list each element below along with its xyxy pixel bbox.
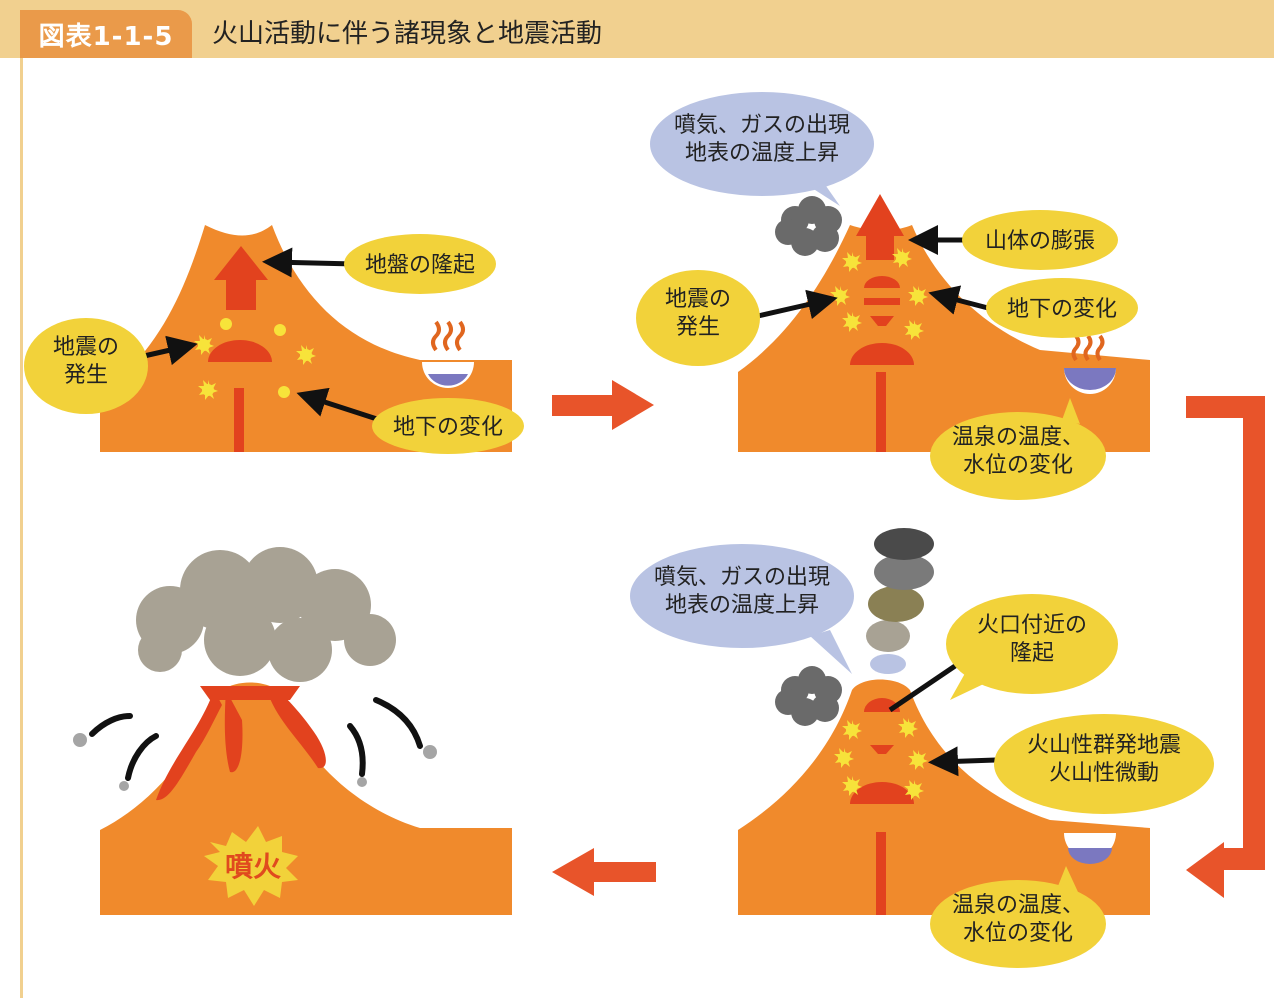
stage4-text-eruption: 噴火: [225, 850, 281, 883]
ash-cloud: [136, 547, 396, 682]
stage2-text-earthquake: 地震の発生: [665, 287, 731, 340]
stage3-volcano: [738, 528, 1150, 915]
label-line: 山体の膨張: [985, 229, 1095, 254]
label-line: 発生: [676, 315, 720, 340]
label-line: 地震の: [53, 335, 119, 360]
figure-title: 火山活動に伴う諸現象と地震活動: [212, 19, 603, 49]
flow-arrow-1-to-2: [552, 380, 654, 430]
stage3-text-hot-spring: 温泉の温度、水位の変化: [952, 893, 1084, 946]
stage2-text-underground-change: 地下の変化: [1007, 297, 1117, 322]
figure-header: 図表1-1-5 火山活動に伴う諸現象と地震活動: [0, 0, 1274, 58]
label-line: 地盤の隆起: [365, 253, 475, 278]
label-line: 地表の温度上昇: [665, 593, 819, 618]
label-line: 水位の変化: [963, 921, 1073, 946]
steam-icon: [1071, 334, 1105, 362]
stage1-label-earthquake: 地震の発生: [24, 318, 148, 414]
smoke-icon: [775, 666, 842, 726]
stage2-text-hot-spring: 温泉の温度、水位の変化: [952, 425, 1084, 478]
stage3-label-hot-spring: 温泉の温度、水位の変化: [930, 866, 1106, 968]
stage2-text-swelling: 山体の膨張: [985, 229, 1095, 254]
stage1-text-underground-change: 地下の変化: [393, 415, 503, 440]
label-line: 地下の変化: [1007, 297, 1117, 322]
stage3-text-crater-uplift: 火口付近の隆起: [977, 613, 1087, 666]
stage1-label-underground-change: 地下の変化: [372, 398, 524, 454]
label-line: 噴火: [225, 850, 281, 883]
stage2-text-gas: 噴気、ガスの出現地表の温度上昇: [674, 113, 850, 166]
label-line: 地表の温度上昇: [685, 141, 839, 166]
eruption-burst: [204, 826, 298, 906]
stage2-label-swelling: 山体の膨張: [962, 210, 1118, 270]
stage2-volcano: [738, 194, 1150, 452]
label-line: 噴気、ガスの出現: [654, 565, 830, 590]
label-line: 地下の変化: [393, 415, 503, 440]
stage3-text-gas: 噴気、ガスの出現地表の温度上昇: [654, 565, 830, 618]
label-line: 火山性群発地震: [1027, 733, 1181, 758]
stage2-label-earthquake: 地震の発生: [636, 270, 760, 366]
label-line: 隆起: [1010, 641, 1054, 666]
steam-icon: [431, 320, 465, 352]
figure-number: 図表1-1-5: [38, 21, 174, 52]
label-line: 発生: [64, 363, 108, 388]
stage3-label-crater-uplift: 火口付近の隆起: [946, 594, 1118, 700]
stage2-label-hot-spring: 温泉の温度、水位の変化: [930, 398, 1106, 500]
label-line: 噴気、ガスの出現: [674, 113, 850, 138]
flow-arrow-2-to-3: [1186, 396, 1265, 898]
smoke-icon: [775, 196, 842, 256]
stage4-volcano: [73, 547, 512, 915]
stage1-text-earthquake: 地震の発生: [53, 335, 119, 388]
label-line: 水位の変化: [963, 453, 1073, 478]
stage3-label-gas: 噴気、ガスの出現地表の温度上昇: [630, 544, 854, 674]
flow-arrow-3-to-4: [552, 848, 656, 896]
stage2-label-underground-change: 地下の変化: [986, 278, 1138, 338]
left-rule: [20, 58, 23, 998]
stage1-text-ground-uplift: 地盤の隆起: [365, 253, 475, 278]
stage3-text-volcanic-swarm: 火山性群発地震火山性微動: [1027, 733, 1181, 786]
uplift-arrow: [214, 246, 268, 310]
stage2-label-gas: 噴気、ガスの出現地表の温度上昇: [650, 92, 874, 206]
label-line: 火山性微動: [1049, 761, 1159, 786]
stage1-volcano: [100, 225, 512, 452]
stage1-label-ground-uplift: 地盤の隆起: [344, 234, 496, 294]
stage3-label-volcanic-swarm: 火山性群発地震火山性微動: [994, 714, 1214, 814]
label-line: 地震の: [665, 287, 731, 312]
magma-chamber: [208, 340, 272, 362]
label-line: 温泉の温度、: [952, 893, 1084, 918]
label-line: 火口付近の: [977, 613, 1087, 638]
label-line: 温泉の温度、: [952, 425, 1084, 450]
figure-number-badge: 図表1-1-5: [20, 10, 192, 58]
magma-conduit: [234, 388, 244, 452]
